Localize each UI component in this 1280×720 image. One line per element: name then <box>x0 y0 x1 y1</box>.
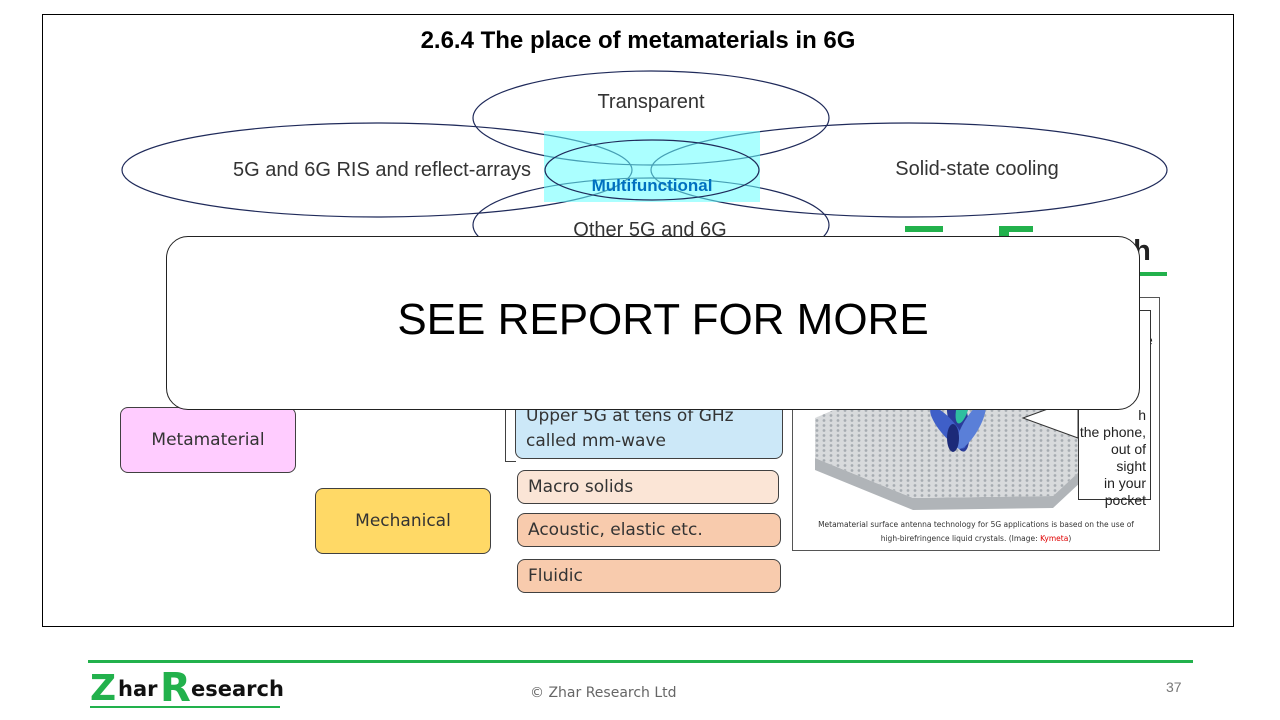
venn-label-multifunctional: Multifunctional <box>591 176 713 195</box>
upper-5g-line-1: Upper 5G at tens of GHz <box>526 406 734 426</box>
venn-ellipse-multifunctional <box>544 139 760 201</box>
see-report-text: SEE REPORT FOR MORE <box>397 294 929 344</box>
footer-copyright: © Zhar Research Ltd <box>530 685 677 701</box>
upper-5g-line-2: called mm-wave <box>526 431 666 451</box>
slide-title: 2.6.4 The place of metamaterials in 6G <box>420 27 856 54</box>
image-caption-line-2: high-birefringence liquid crystals. (Ima… <box>880 534 1072 543</box>
footer-logo-underline <box>90 706 280 708</box>
antenna-panel-side <box>815 458 1083 510</box>
image-caption-line-1: Metamaterial surface antenna technology … <box>818 520 1134 529</box>
macro-solids-box: Macro solids <box>517 470 779 504</box>
see-report-overlay: SEE REPORT FOR MORE <box>166 236 1140 410</box>
footer-logo-esearch: esearch <box>191 677 284 701</box>
venn-label-cooling: Solid-state cooling <box>895 158 1059 180</box>
multifunctional-highlight <box>544 131 760 202</box>
footer-logo: Z har R esearch <box>88 664 288 711</box>
footer-logo-z: Z <box>90 668 117 709</box>
image-caption-source: Kymeta <box>1040 534 1069 543</box>
footer-logo-har: har <box>118 677 158 701</box>
venn-label-other: Other 5G and 6G <box>573 219 727 241</box>
footer-divider <box>88 660 1193 663</box>
partial-logo-underline <box>1117 272 1167 276</box>
page-number: 37 <box>1166 679 1182 695</box>
antenna-illustration <box>815 384 1085 510</box>
venn-label-ris: 5G and 6G RIS and reflect-arrays <box>233 159 531 181</box>
fluidic-box: Fluidic <box>517 559 781 593</box>
acoustic-box: Acoustic, elastic etc. <box>517 513 781 547</box>
venn-center-ellipse-layer <box>544 139 760 201</box>
upper-5g-bracket <box>505 399 516 462</box>
mechanical-box: Mechanical <box>315 488 491 554</box>
footer-logo-r: R <box>160 665 191 711</box>
venn-label-transparent: Transparent <box>597 91 705 113</box>
metamaterial-box: Metamaterial <box>120 407 296 473</box>
